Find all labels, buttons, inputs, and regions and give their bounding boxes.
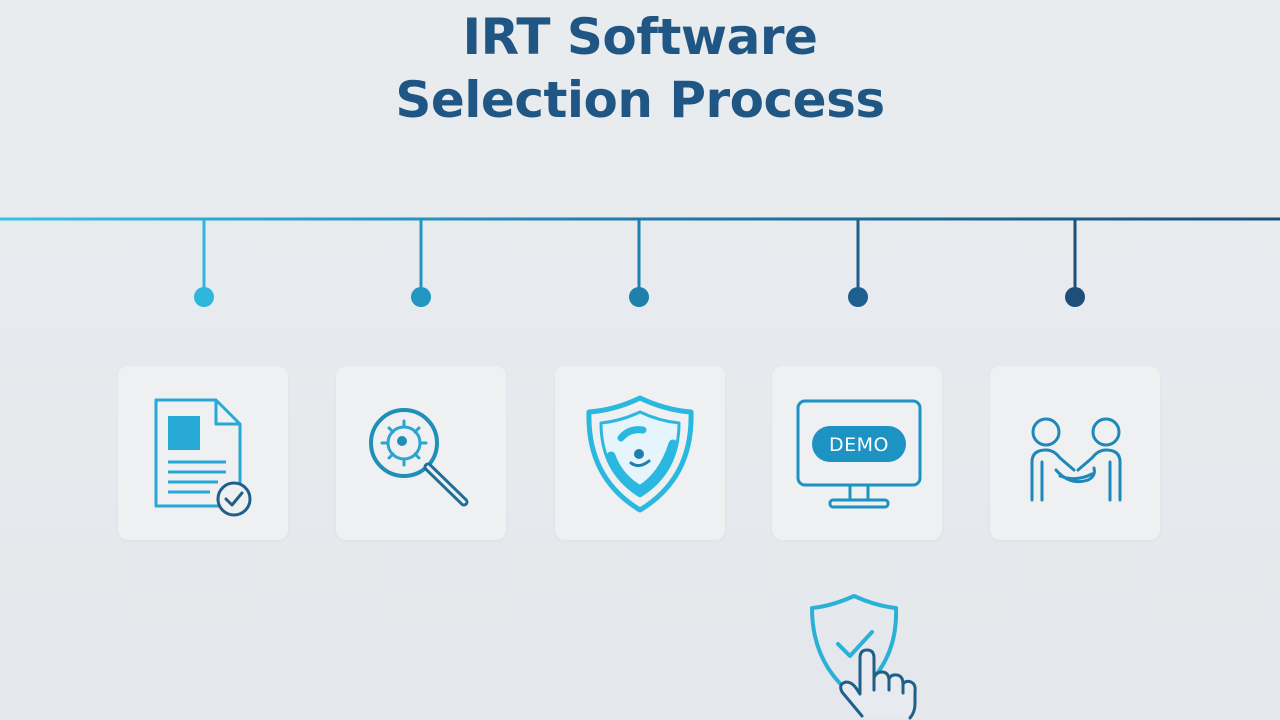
timeline-node-2 xyxy=(411,220,431,307)
timeline xyxy=(0,217,1280,307)
document-check-icon xyxy=(154,398,252,517)
title-line-1: IRT Software xyxy=(462,8,818,66)
page-title: IRT Software Selection Process xyxy=(0,6,1280,132)
step-card-3 xyxy=(555,366,725,540)
monitor-demo-icon: DEMO xyxy=(796,399,922,509)
timeline-node-5 xyxy=(1065,220,1085,307)
title-line-2: Selection Process xyxy=(395,71,885,129)
timeline-node-4 xyxy=(848,220,868,307)
magnifier-virus-icon xyxy=(369,408,469,507)
timeline-node-3 xyxy=(629,220,649,307)
shield-check-hand-icon xyxy=(810,594,917,720)
step-card-4: DEMO xyxy=(772,366,942,540)
demo-label: DEMO xyxy=(829,434,889,456)
handshake-people-icon xyxy=(1030,417,1122,502)
timeline-node-1 xyxy=(194,220,214,307)
demo-badge xyxy=(812,426,906,462)
step-card-2 xyxy=(336,366,506,540)
step-card-1 xyxy=(118,366,288,540)
step-card-5 xyxy=(990,366,1160,540)
shield-icon xyxy=(586,395,694,513)
